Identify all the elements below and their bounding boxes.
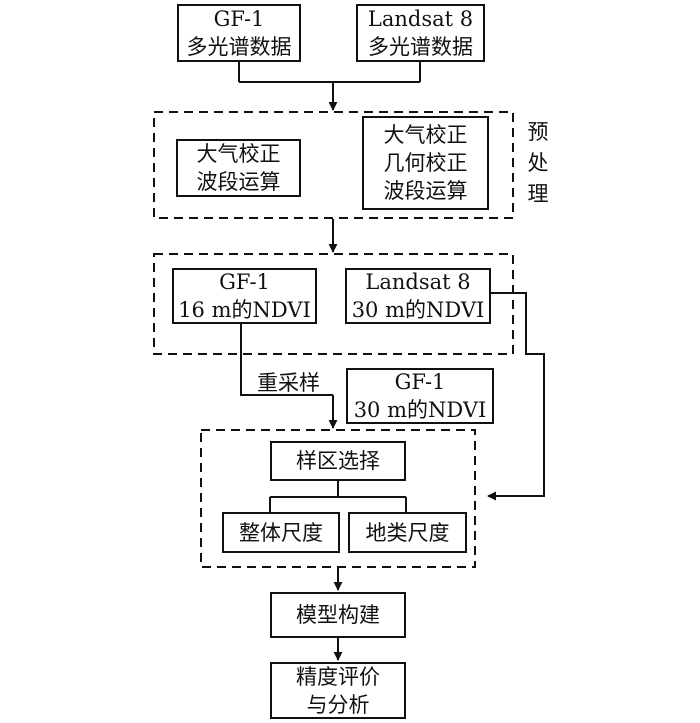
- box-line: 30 m的NDVI: [353, 398, 487, 422]
- box-gf1-multispectral: GF-1 多光谱数据: [177, 4, 301, 62]
- box-line: GF-1: [213, 7, 265, 31]
- box-gf-preprocess: 大气校正波段运算: [176, 139, 301, 197]
- box-line: Landsat 8: [367, 7, 474, 31]
- box-gf-ndvi-16m: GF-1 16 m的NDVI: [172, 268, 317, 324]
- connector-resample: [240, 323, 333, 396]
- preprocess-group: [153, 111, 514, 219]
- box-landtype-scale: 地类尺度: [348, 512, 467, 553]
- box-line: 30 m的NDVI: [351, 298, 485, 322]
- sample-group: [200, 429, 476, 568]
- box-line: 大气校正: [383, 123, 468, 147]
- box-gf-ndvi-30m: GF-1 30 m的NDVI: [346, 368, 494, 424]
- box-line: GF-1: [394, 370, 446, 394]
- box-line: 与分析: [306, 692, 370, 717]
- box-landsat-ndvi-30m: Landsat 8 30 m的NDVI: [345, 268, 491, 324]
- label-preprocess: 预 处 理: [527, 120, 549, 206]
- box-line: 地类尺度: [365, 520, 450, 545]
- label-resample: 重采样: [257, 371, 320, 395]
- box-sample-selection: 样区选择: [270, 441, 406, 481]
- box-line: Landsat 8: [365, 270, 471, 294]
- box-line: 模型构建: [296, 603, 380, 627]
- box-model-building: 模型构建: [270, 592, 406, 638]
- box-line: 16 m的NDVI: [178, 298, 311, 322]
- box-line: 波段运算: [196, 170, 281, 194]
- box-line: 多光谱数据: [368, 35, 473, 59]
- box-line: 多光谱数据: [186, 35, 292, 59]
- box-line: 整体尺度: [239, 520, 323, 545]
- box-line: 大气校正: [196, 142, 281, 166]
- box-landsat-multispectral: Landsat 8 多光谱数据: [356, 4, 485, 62]
- box-landsat-preprocess: 大气校正几何校正波段运算: [362, 116, 489, 210]
- connector-landsat-ndvi: [487, 292, 545, 501]
- box-line: 波段运算: [383, 179, 468, 203]
- box-line: 几何校正: [383, 151, 468, 175]
- box-overall-scale: 整体尺度: [222, 512, 340, 553]
- ndvi-group: [153, 253, 514, 355]
- box-line: 样区选择: [296, 449, 380, 473]
- box-line: 精度评价: [296, 664, 380, 689]
- box-line: GF-1: [219, 270, 270, 294]
- box-accuracy-evaluation: 精度评价与分析: [270, 662, 406, 719]
